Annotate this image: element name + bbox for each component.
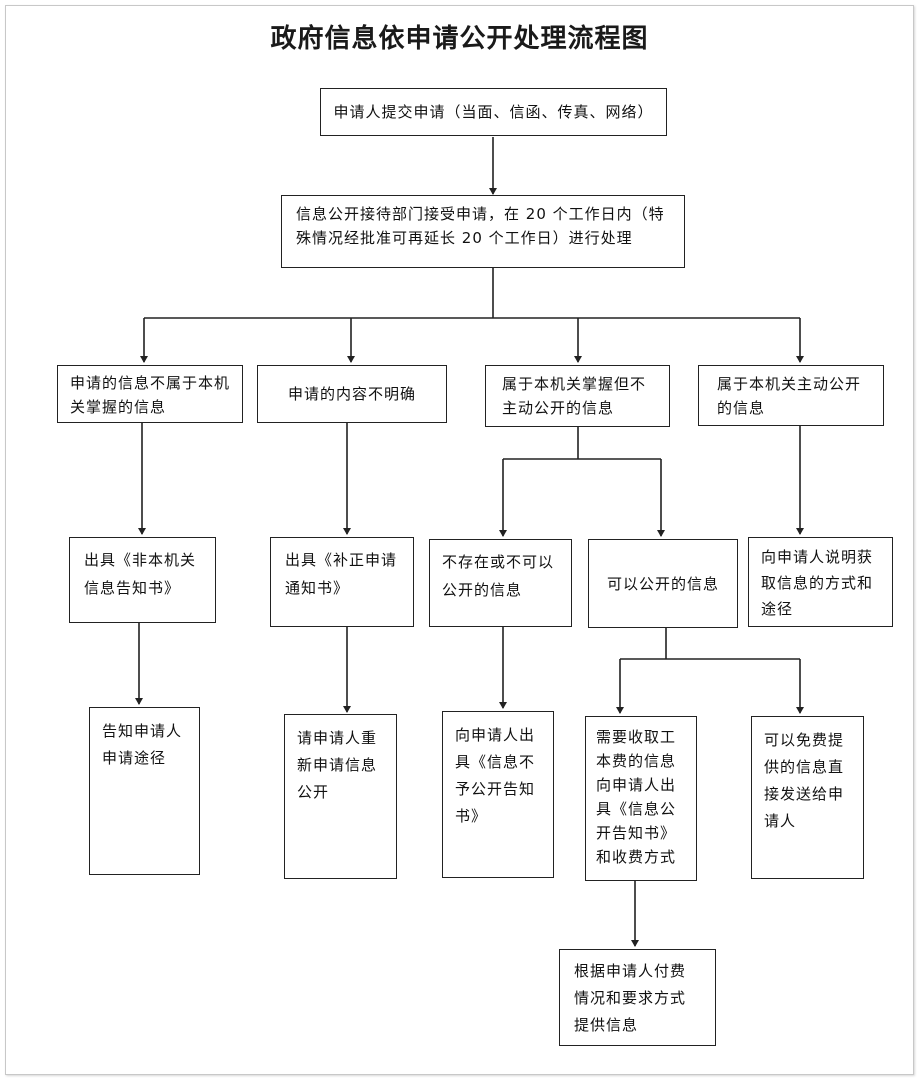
node-reapply: 请申请人重新申请信息公开 — [284, 714, 397, 879]
node-accept: 信息公开接待部门接受申请，在 20 个工作日内（特殊情况经批准可再延长 20 个… — [281, 195, 685, 268]
node-issue-not-this-org: 出具《非本机关信息告知书》 — [69, 537, 216, 623]
node-unclear: 申请的内容不明确 — [257, 365, 447, 423]
node-issue-correction: 出具《补正申请通知书》 — [270, 537, 414, 627]
diagram-title: 政府信息依申请公开处理流程图 — [270, 24, 649, 54]
node-not-this-org: 申请的信息不属于本机关掌握的信息 — [57, 365, 243, 423]
node-can-public: 可以公开的信息 — [588, 539, 738, 628]
node-active-public: 属于本机关主动公开的信息 — [698, 365, 884, 426]
node-issue-not-public: 向申请人出具《信息不予公开告知书》 — [442, 711, 554, 878]
node-inform-channel: 告知申请人申请途径 — [89, 707, 200, 875]
node-not-exist-or-not-public: 不存在或不可以公开的信息 — [429, 539, 572, 627]
node-provide-after-pay: 根据申请人付费情况和要求方式提供信息 — [559, 949, 716, 1046]
node-explain-access: 向申请人说明获取信息的方式和途径 — [748, 537, 893, 627]
node-charge-needed: 需要收取工本费的信息向申请人出具《信息公开告知书》和收费方式 — [585, 716, 697, 881]
node-submit: 申请人提交申请（当面、信函、传真、网络） — [320, 88, 667, 136]
node-free-provide: 可以免费提供的信息直接发送给申请人 — [751, 716, 864, 879]
node-held-not-active: 属于本机关掌握但不主动公开的信息 — [485, 365, 670, 427]
page-frame — [5, 5, 914, 1075]
